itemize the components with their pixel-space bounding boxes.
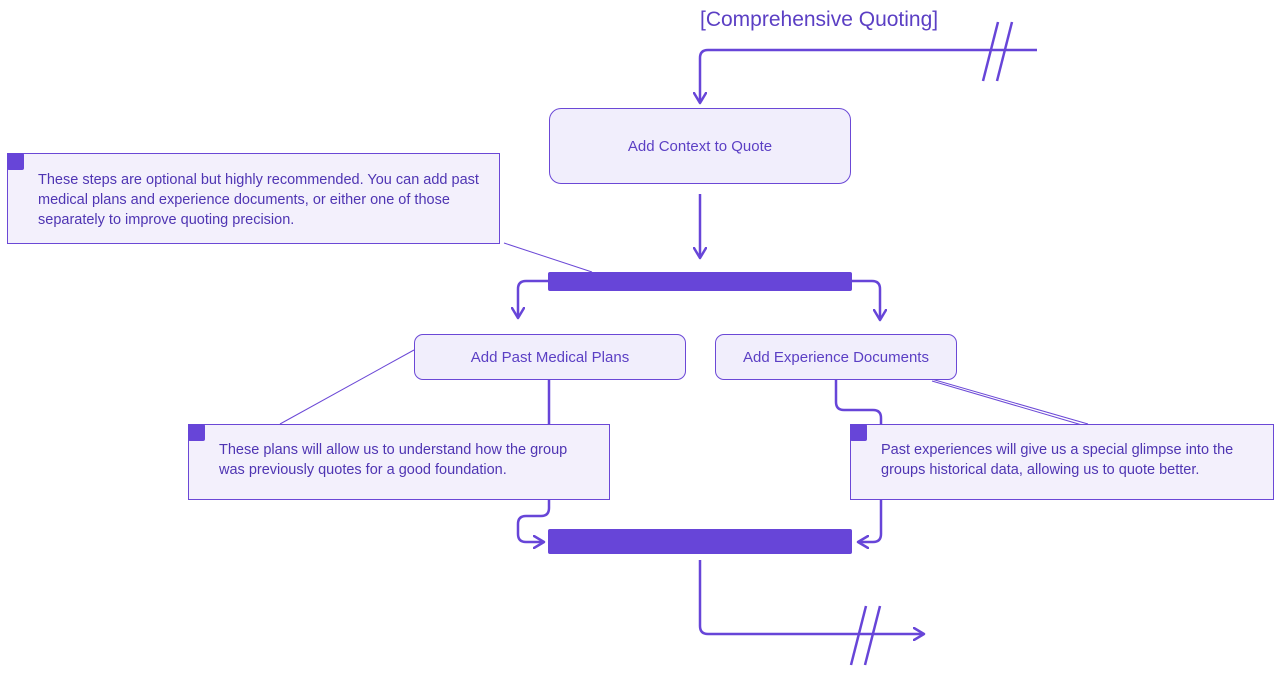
node-experience-documents: Add Experience Documents xyxy=(715,334,957,380)
end-break-mark xyxy=(849,605,868,666)
end-break-mark xyxy=(863,605,882,666)
note-medical-plans: These plans will allow us to understand … xyxy=(188,424,610,500)
diagram-title: [Comprehensive Quoting] xyxy=(700,8,939,31)
fork-left-arrow xyxy=(518,279,548,318)
end-line xyxy=(698,560,924,634)
note-experiences-text: Past experiences will give us a special … xyxy=(881,442,1234,478)
node-experience-documents-label: Add Experience Documents xyxy=(743,348,929,366)
start-break-mark xyxy=(981,21,1000,82)
fork-bar xyxy=(548,272,852,291)
fork-right-arrow xyxy=(852,279,880,320)
node-add-context-label: Add Context to Quote xyxy=(627,137,773,155)
note-marker xyxy=(850,424,867,441)
note-medical-plans-text: These plans will allow us to understand … xyxy=(219,442,568,478)
note-pointer xyxy=(931,380,1083,426)
experience-to-join-arrow xyxy=(834,380,883,542)
note-marker xyxy=(7,153,24,170)
note-marker xyxy=(188,424,205,441)
medical-to-join-arrow xyxy=(516,380,551,542)
node-past-medical-plans-label: Add Past Medical Plans xyxy=(470,348,630,366)
node-past-medical-plans: Add Past Medical Plans xyxy=(414,334,686,380)
node-add-context: Add Context to Quote xyxy=(549,108,851,184)
note-pointer xyxy=(279,349,415,425)
start-break-mark xyxy=(995,21,1014,82)
note-pointer xyxy=(927,377,1089,425)
note-optional-steps-text: These steps are optional but highly reco… xyxy=(38,172,479,228)
note-optional-steps: These steps are optional but highly reco… xyxy=(7,153,500,244)
note-pointer xyxy=(503,242,593,273)
join-bar xyxy=(548,529,852,554)
note-experiences: Past experiences will give us a special … xyxy=(850,424,1274,500)
start-line xyxy=(700,48,1037,103)
